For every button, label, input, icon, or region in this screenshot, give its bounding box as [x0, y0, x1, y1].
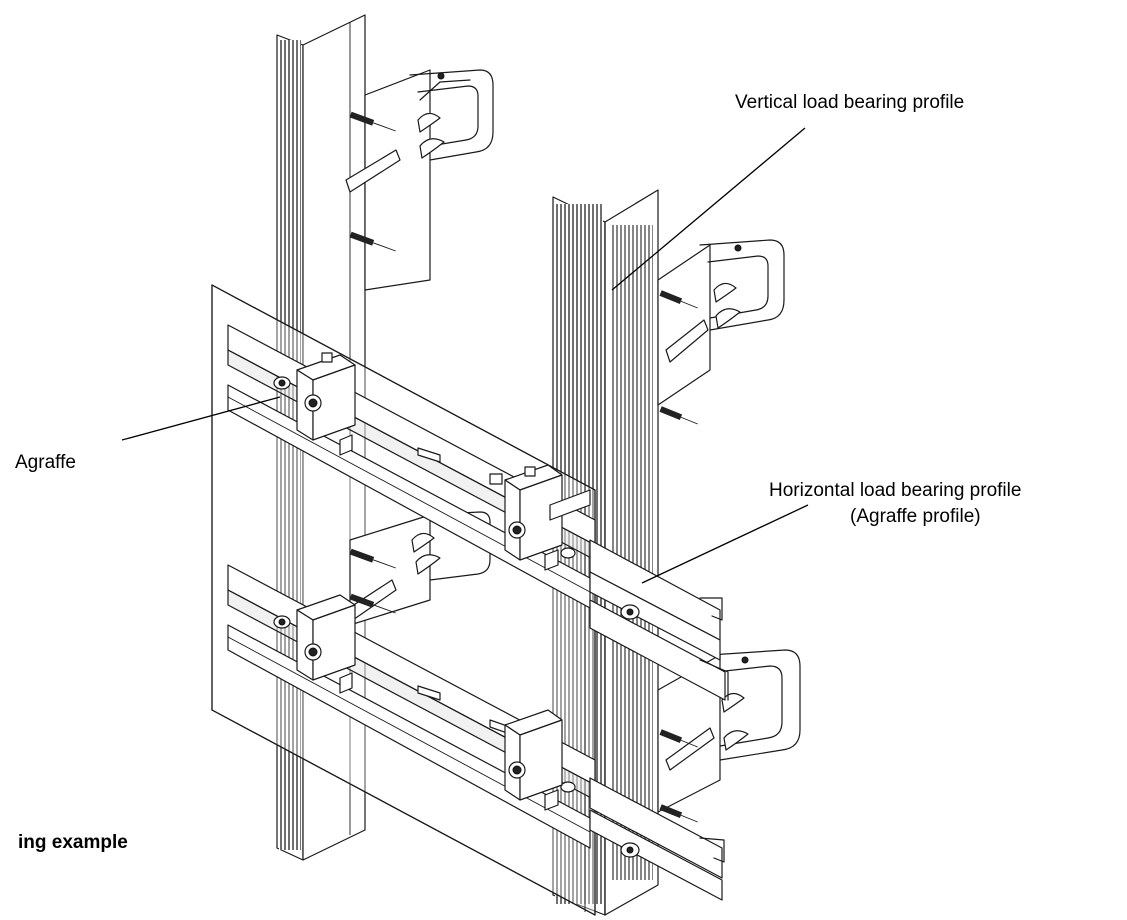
- screws-top-left: [349, 111, 396, 252]
- leader-horizontal-profile: [641, 504, 809, 584]
- agraffe-clip-lower-right: [504, 709, 563, 811]
- label-horizontal-profile-line1: Horizontal load bearing profile: [769, 480, 1021, 501]
- wall-bracket-top-right: [657, 239, 785, 425]
- agraffe-clip-upper-left: [296, 352, 356, 456]
- wall-bracket-top-left: [345, 69, 494, 291]
- wall-bracket-bottom-right: [657, 649, 801, 823]
- agraffe-clip-lower-left: [296, 594, 356, 694]
- leader-agraffe: [121, 396, 281, 441]
- figure-caption: ing example: [18, 832, 128, 853]
- wall-bracket-middle-left: [345, 511, 491, 626]
- label-agraffe: Agraffe: [15, 452, 76, 473]
- leader-vertical-profile: [611, 127, 806, 291]
- agraffe-clip-upper-right: [489, 464, 591, 571]
- label-vertical-profile: Vertical load bearing profile: [735, 92, 964, 113]
- label-horizontal-profile-line2: (Agraffe profile): [850, 506, 981, 527]
